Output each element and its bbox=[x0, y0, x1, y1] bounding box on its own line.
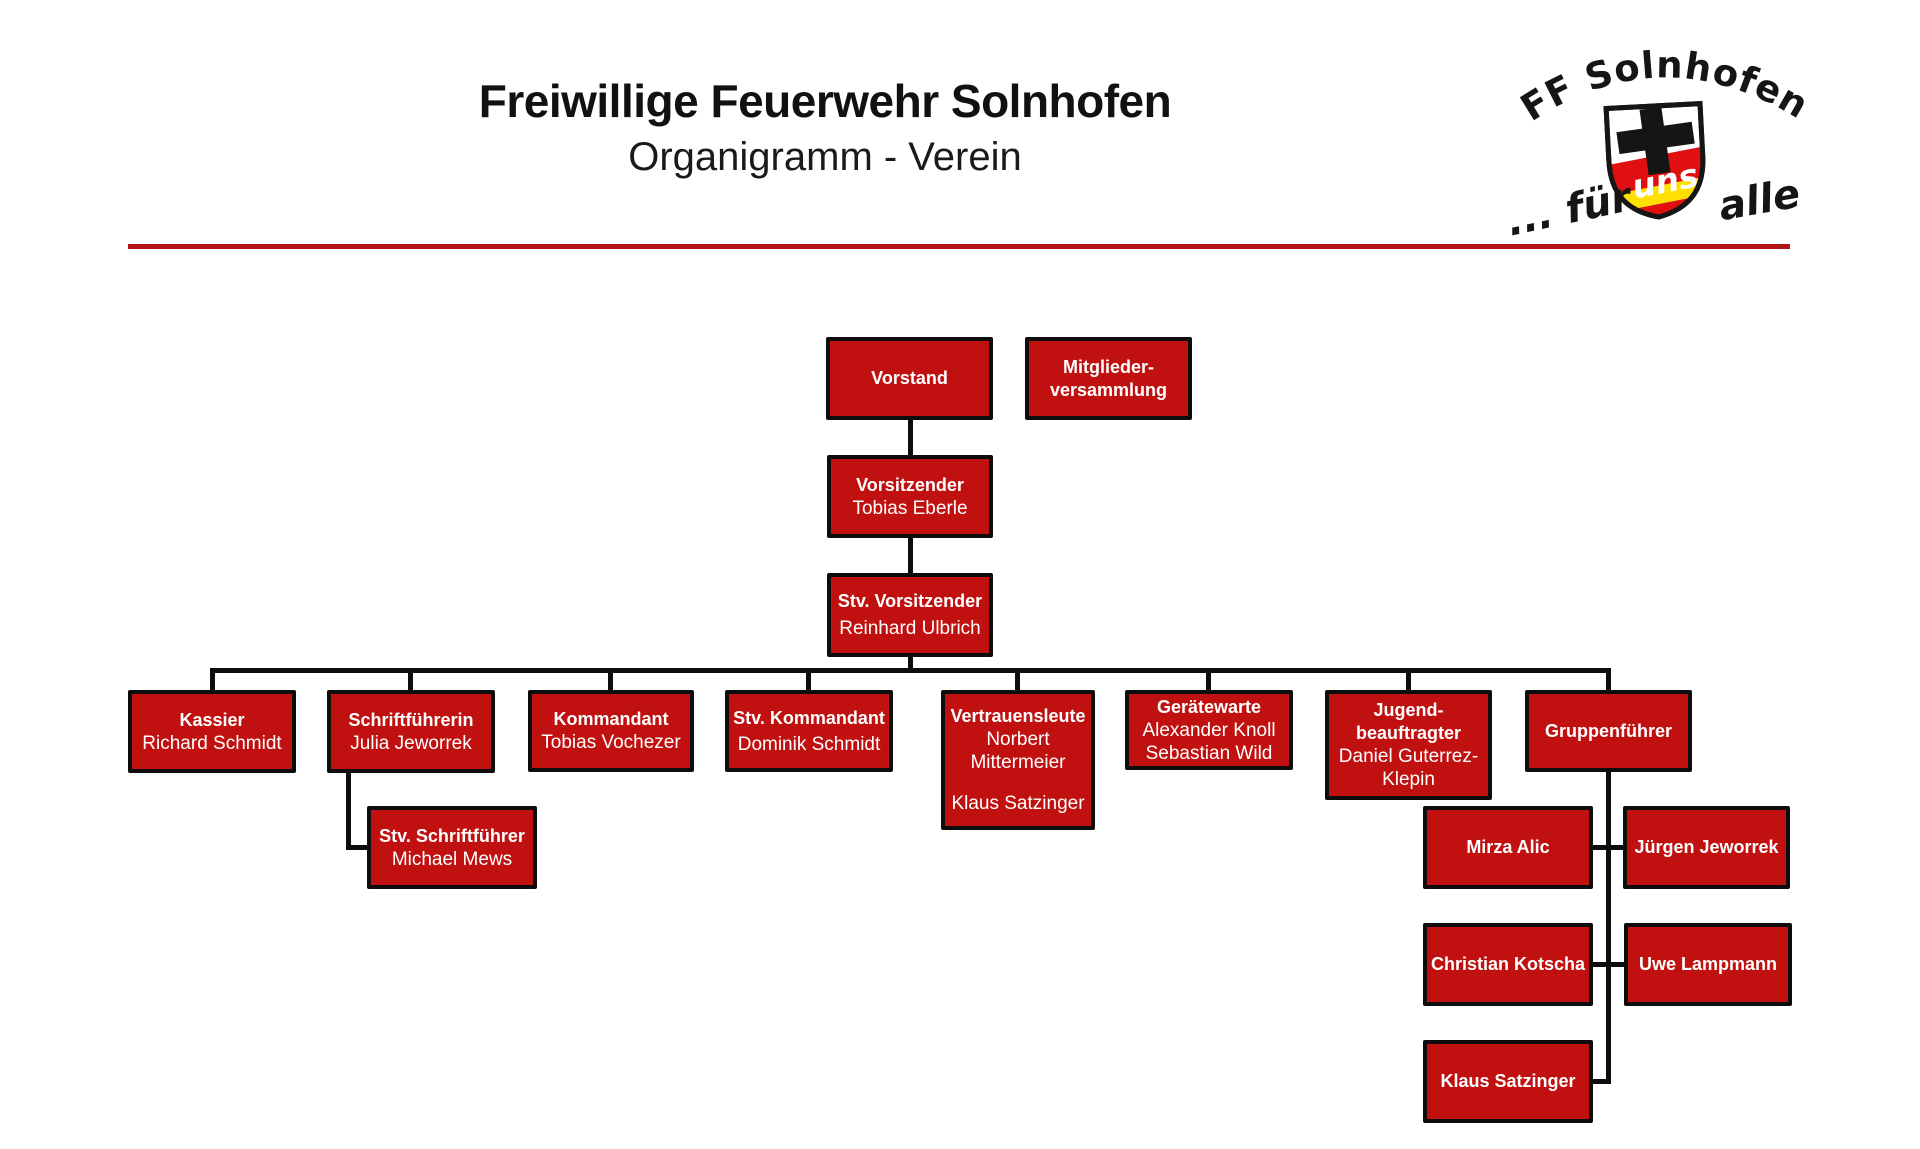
node-title: Jugend- beauftragter bbox=[1355, 700, 1462, 743]
page-header: Freiwillige Feuerwehr Solnhofen Organigr… bbox=[0, 72, 1650, 184]
node-person-name: Sebastian Wild bbox=[1145, 742, 1273, 764]
node-person-name: Norbert Mittermeier bbox=[970, 729, 1066, 773]
node-person-name: Dominik Schmidt bbox=[737, 733, 881, 755]
node-person-name: Tobias Eberle bbox=[852, 497, 968, 519]
connector-line bbox=[908, 657, 913, 671]
node-title: Uwe Lampmann bbox=[1638, 954, 1778, 974]
logo-alle-text: alle bbox=[1715, 171, 1803, 230]
connector-line bbox=[908, 538, 913, 573]
connector-drop bbox=[1406, 668, 1411, 690]
connector-stub bbox=[1593, 845, 1608, 850]
node-person-name: Klaus Satzinger bbox=[951, 793, 1085, 814]
connector-elbow-horizontal bbox=[346, 845, 372, 850]
logo-fuer-text: ... für bbox=[1503, 174, 1637, 244]
node-title: Gruppenführer bbox=[1544, 720, 1672, 741]
connector-bus-line bbox=[210, 668, 1611, 673]
ff-solnhofen-logo: FF Solnhofen uns ... für alle bbox=[1503, 43, 1815, 244]
connector-stub bbox=[1609, 845, 1625, 850]
node-title: Vertrauensleute bbox=[950, 706, 1086, 726]
org-node-mirza-alic: Mirza Alic bbox=[1423, 806, 1593, 889]
connector-drop bbox=[806, 668, 811, 690]
node-title: Jürgen Jeworrek bbox=[1634, 837, 1779, 857]
connector-trunk-line bbox=[1606, 772, 1611, 1084]
node-person-name: Richard Schmidt bbox=[142, 732, 282, 754]
node-title: Schriftführerin bbox=[348, 709, 474, 730]
node-title: Stv. Schriftführer bbox=[379, 825, 525, 846]
org-node-geraetewarte: Gerätewarte Alexander Knoll Sebastian Wi… bbox=[1125, 690, 1293, 770]
connector-drop bbox=[1606, 668, 1611, 690]
node-title: Stv. Vorsitzender bbox=[837, 591, 983, 611]
node-person-name: Julia Jeworrek bbox=[350, 732, 472, 754]
connector-drop bbox=[608, 668, 613, 690]
connector-drop bbox=[1015, 668, 1020, 690]
connector-stub bbox=[1609, 962, 1625, 967]
org-node-stv-kommandant: Stv. Kommandant Dominik Schmidt bbox=[725, 690, 893, 772]
connector-drop bbox=[408, 668, 413, 690]
org-node-stv-vorsitzender: Stv. Vorsitzender Reinhard Ulbrich bbox=[827, 573, 993, 657]
org-node-vorstand: Vorstand bbox=[826, 337, 993, 420]
node-person-name: Daniel Guterrez- Klepin bbox=[1338, 746, 1479, 790]
page-title: Freiwillige Feuerwehr Solnhofen bbox=[478, 75, 1172, 127]
node-title: Kommandant bbox=[553, 709, 669, 729]
org-node-kassier: Kassier Richard Schmidt bbox=[128, 690, 296, 773]
node-person-name: Reinhard Ulbrich bbox=[839, 618, 981, 639]
node-title: Vorsitzender bbox=[856, 474, 964, 495]
org-node-vorsitzender: Vorsitzender Tobias Eberle bbox=[827, 455, 993, 538]
org-node-gruppenfuehrer: Gruppenführer bbox=[1525, 690, 1692, 772]
node-title: Vorstand bbox=[871, 368, 948, 388]
connector-drop bbox=[210, 668, 215, 690]
connector-stub bbox=[1593, 1079, 1608, 1084]
node-title: Klaus Satzinger bbox=[1440, 1071, 1576, 1091]
node-person-name: Alexander Knoll bbox=[1142, 719, 1276, 741]
org-node-jugendbeauftragter: Jugend- beauftragter Daniel Guterrez- Kl… bbox=[1325, 690, 1492, 800]
red-divider-line bbox=[128, 244, 1790, 249]
org-node-juergen-jeworrek: Jürgen Jeworrek bbox=[1623, 806, 1790, 889]
page-subtitle: Organigramm - Verein bbox=[628, 135, 1022, 179]
connector-drop bbox=[1206, 668, 1211, 690]
org-node-stv-schriftfuehrer: Stv. Schriftführer Michael Mews bbox=[367, 806, 537, 889]
node-person-name: Michael Mews bbox=[391, 848, 513, 870]
node-title: Mitglieder- versammlung bbox=[1049, 356, 1168, 400]
org-node-uwe-lampmann: Uwe Lampmann bbox=[1624, 923, 1792, 1006]
org-node-schriftfuehrerin: Schriftführerin Julia Jeworrek bbox=[327, 690, 495, 773]
connector-stub bbox=[1593, 962, 1608, 967]
org-node-vertrauensleute: Vertrauensleute Norbert Mittermeier Klau… bbox=[941, 690, 1095, 830]
org-node-mitgliederversammlung: Mitglieder- versammlung bbox=[1025, 337, 1192, 420]
node-person-name: Tobias Vochezer bbox=[541, 732, 681, 753]
org-node-kommandant: Kommandant Tobias Vochezer bbox=[528, 690, 694, 772]
node-title: Kassier bbox=[179, 709, 245, 730]
connector-elbow-vertical bbox=[346, 773, 351, 850]
node-title: Christian Kotscha bbox=[1430, 954, 1586, 974]
node-title: Mirza Alic bbox=[1466, 837, 1550, 857]
org-node-christian-kotscha: Christian Kotscha bbox=[1423, 923, 1593, 1006]
org-node-klaus-satzinger: Klaus Satzinger bbox=[1423, 1040, 1593, 1123]
shield-cross-icon bbox=[1616, 106, 1695, 176]
node-title: Stv. Kommandant bbox=[733, 707, 885, 728]
node-title: Gerätewarte bbox=[1156, 696, 1262, 717]
connector-line bbox=[908, 420, 913, 455]
